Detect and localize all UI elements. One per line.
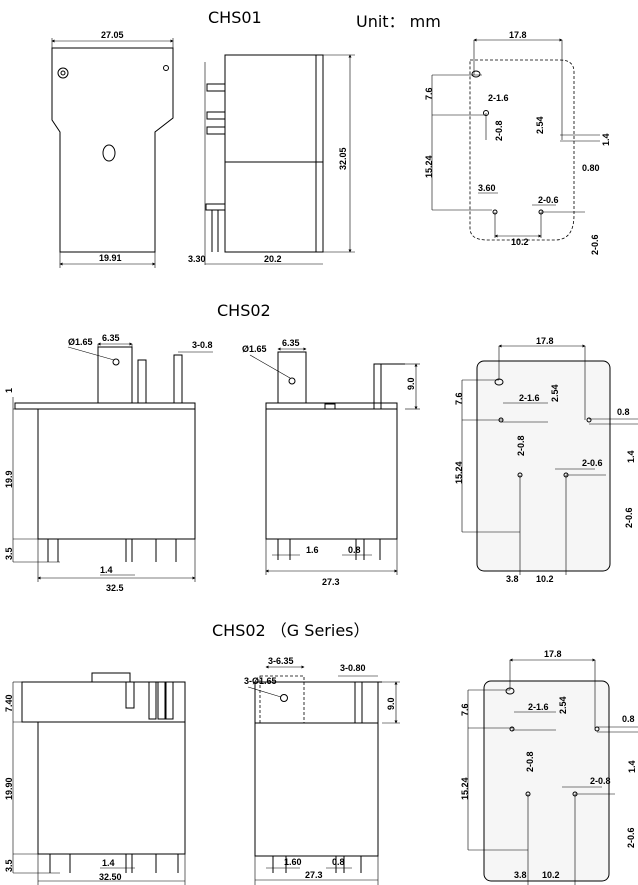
chs02-front-term-t: 3-0.8: [192, 340, 213, 350]
chs01-pcb-hole-a: 2-1.6: [488, 93, 509, 103]
chs02g-pcb-h2: 15.24: [460, 777, 470, 800]
chs01-pcb-width: 17.8: [509, 30, 527, 40]
chs01-pcb-hole-d: 2-0.6: [538, 195, 559, 205]
chs02-side-pin-b: 0.8: [348, 545, 361, 555]
chs02g-pcb-hole-a: 2-1.6: [528, 702, 549, 712]
chs02-side-view: [249, 347, 420, 575]
chs02g-front-pin-len: 3.5: [4, 859, 14, 872]
chs02g-side-pin-a: 1.60: [284, 857, 302, 867]
chs02-pcb-h2: 15.24: [454, 461, 464, 484]
chs02g-pcb-width: 17.8: [544, 649, 562, 659]
chs02-pcb-x1: 3.8: [506, 574, 519, 584]
chs02-side-term-h: 9.0: [406, 377, 416, 390]
chs02-pcb-hole-b: 2-0.8: [516, 435, 526, 456]
chs02g-pcb-pin-w: 1.4: [627, 760, 637, 773]
chs01-pcb-bottom: 10.2: [511, 237, 529, 247]
chs02-side-terminal: 6.35: [282, 338, 300, 348]
chs02-pcb-hole-c: 2-0.6: [582, 458, 603, 468]
chs01-pcb-hole-c: 3.60: [478, 183, 496, 193]
chs02g-pcb-pitch: 2.54: [558, 696, 568, 714]
chs01-heading: CHS01: [208, 8, 262, 27]
chs01-pcb-pin-t: 0.80: [582, 163, 600, 173]
chs01-front-width-top: 27.05: [101, 30, 124, 40]
chs02g-pcb-pin-t: 0.8: [622, 714, 635, 724]
chs02g-side-term-h: 9.0: [386, 697, 396, 710]
chs02-front-pin-len: 3.5: [4, 547, 14, 560]
chs02-side-dia: Ø1.65: [242, 344, 267, 354]
chs02g-side-dia: 3-Ø1.65: [244, 676, 277, 686]
chs02g-side-terminal: 3-6.35: [268, 656, 294, 666]
chs02-pcb-layout: [461, 344, 638, 575]
chs02-pcb-hole-d: 2-0.6: [624, 507, 634, 528]
chs01-pcb-layout: [431, 38, 600, 241]
chs02g-pcb-x1: 3.8: [514, 870, 527, 880]
chs01-pcb-hole-b: 2-0.8: [494, 120, 504, 141]
chs02g-front-height: 19.90: [4, 777, 14, 800]
chs01-pcb-pitch: 2.54: [535, 116, 545, 134]
chs02g-side-term-t: 3-0.80: [340, 663, 366, 673]
chs02-front-pin-w: 1.4: [100, 565, 113, 575]
chs01-pcb-h1: 7.6: [424, 87, 434, 100]
chs01-side-pin: 3.30: [188, 254, 206, 264]
chs01-pcb-pin-w: 1.4: [601, 133, 611, 146]
chs02-pcb-h1: 7.6: [454, 392, 464, 405]
chs02g-front-top: 7.40: [4, 694, 14, 712]
chs01-side-base: 20.2: [264, 254, 282, 264]
chs02g-heading: CHS02 （G Series）: [212, 621, 370, 640]
chs02-heading: CHS02: [217, 301, 271, 320]
chs02g-front-view: [12, 672, 186, 885]
chs02g-side-width: 27.3: [305, 870, 323, 880]
chs02-side-pin-a: 1.6: [306, 545, 319, 555]
chs02g-pcb-h1: 7.6: [460, 703, 470, 716]
chs02g-side-pin-b: 0.8: [332, 857, 345, 867]
chs02-front-height: 19.9: [4, 470, 14, 488]
chs02-pcb-pitch: 2.54: [550, 384, 560, 402]
chs02g-front-width: 32.50: [99, 872, 122, 882]
chs02-front-dia: Ø1.65: [68, 337, 93, 347]
chs02-front-terminal: 6.35: [102, 333, 120, 343]
chs02-front-width: 32.5: [106, 583, 124, 593]
chs02-pcb-hole-a: 2-1.6: [519, 393, 540, 403]
chs02g-pcb-x2: 10.2: [542, 870, 560, 880]
chs01-front-view: [51, 38, 174, 268]
chs01-front-width-bottom: 19.91: [99, 253, 122, 263]
chs02g-pcb-hole-d: 2-0.6: [626, 827, 636, 848]
chs02g-pcb-layout: [467, 658, 638, 885]
chs02-pcb-pin-w: 1.4: [626, 450, 636, 463]
chs01-pcb-hole-e: 2-0.6: [590, 234, 600, 255]
chs02-front-top: 1: [4, 388, 14, 393]
chs02-front-view: [12, 342, 213, 582]
chs02g-pcb-hole-b: 2-0.8: [525, 751, 535, 772]
chs01-side-height: 32.05: [338, 147, 348, 170]
chs02-pcb-x2: 10.2: [536, 574, 554, 584]
chs02g-pcb-hole-c: 2-0.8: [590, 776, 611, 786]
chs02-side-width: 27.3: [322, 577, 340, 587]
chs02-pcb-width: 17.8: [536, 336, 554, 346]
chs01-pcb-h2: 15.24: [424, 155, 434, 178]
unit-label: Unit： mm: [356, 12, 441, 31]
chs02-pcb-pin-t: 0.8: [617, 407, 630, 417]
chs02g-front-pin-w: 1.4: [102, 858, 115, 868]
chs01-side-view: [204, 54, 355, 265]
chs02g-side-view: [247, 665, 400, 885]
